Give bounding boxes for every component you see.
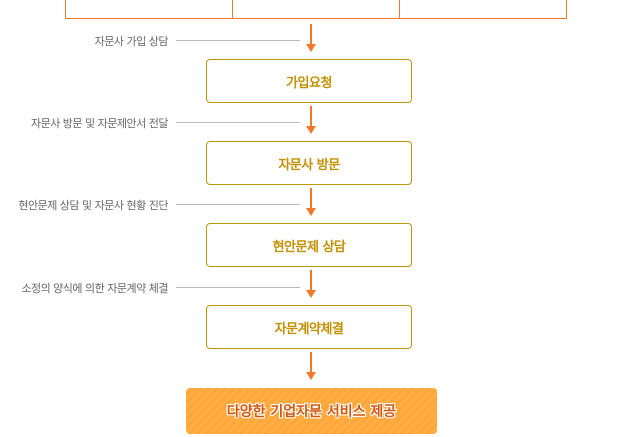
top-table bbox=[65, 0, 567, 19]
arrow-down-icon bbox=[306, 106, 316, 134]
table-cell bbox=[400, 0, 566, 18]
leader-line bbox=[176, 287, 300, 288]
leader-line bbox=[176, 122, 300, 123]
final-result-box: 다양한 기업자문 서비스 제공 bbox=[186, 388, 437, 434]
step-box: 가입요청 bbox=[206, 59, 412, 103]
table-cell bbox=[233, 0, 400, 18]
step-box: 현안문제 상담 bbox=[206, 223, 412, 267]
leader-line bbox=[176, 40, 300, 41]
step-label: 소정의 양식에 의한 자문계약 체결 bbox=[21, 282, 168, 295]
step-label: 자문사 가입 상담 bbox=[94, 35, 169, 48]
leader-line bbox=[176, 204, 300, 205]
arrow-down-icon bbox=[306, 270, 316, 298]
arrow-down-icon bbox=[306, 352, 316, 380]
arrow-down-icon bbox=[306, 24, 316, 52]
step-box: 자문계약체결 bbox=[206, 305, 412, 349]
arrow-down-icon bbox=[306, 188, 316, 216]
step-box: 자문사 방문 bbox=[206, 141, 412, 185]
step-label: 현안문제 상담 및 자문사 현황 진단 bbox=[18, 199, 168, 212]
step-label: 자문사 방문 및 자문제안서 전달 bbox=[30, 117, 169, 130]
table-cell bbox=[66, 0, 233, 18]
